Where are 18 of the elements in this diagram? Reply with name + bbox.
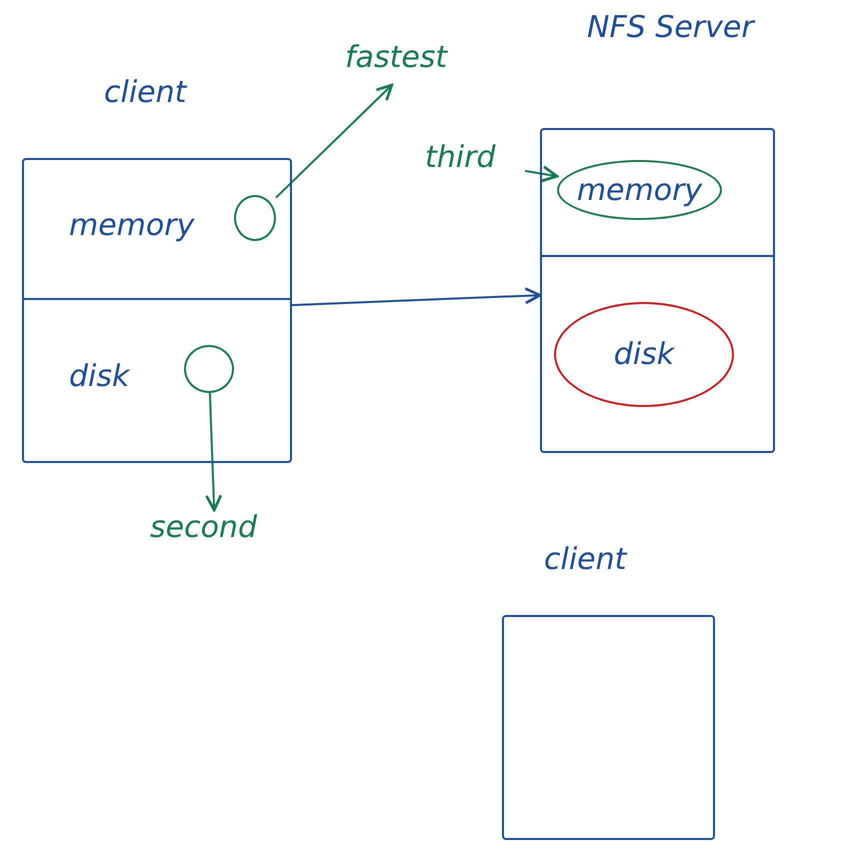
arrow	[205, 392, 222, 512]
highlight-ellipse	[557, 160, 722, 220]
section-label: memory	[576, 172, 702, 208]
annotation-text: third	[425, 140, 525, 185]
box-heading: client	[104, 75, 186, 110]
arrow	[292, 287, 542, 306]
arrow	[275, 84, 394, 198]
arrow	[524, 165, 558, 182]
annotation-text: second	[150, 510, 280, 555]
section-label: disk	[69, 358, 130, 394]
circle-marker	[234, 195, 276, 241]
highlight-ellipse	[554, 302, 734, 407]
section-label: memory	[69, 208, 194, 243]
box-heading: NFS Server	[587, 10, 754, 45]
section-label: disk	[614, 337, 674, 372]
circle-marker	[184, 345, 234, 393]
annotation-text: fastest	[345, 40, 485, 85]
box-heading: client	[544, 542, 626, 577]
